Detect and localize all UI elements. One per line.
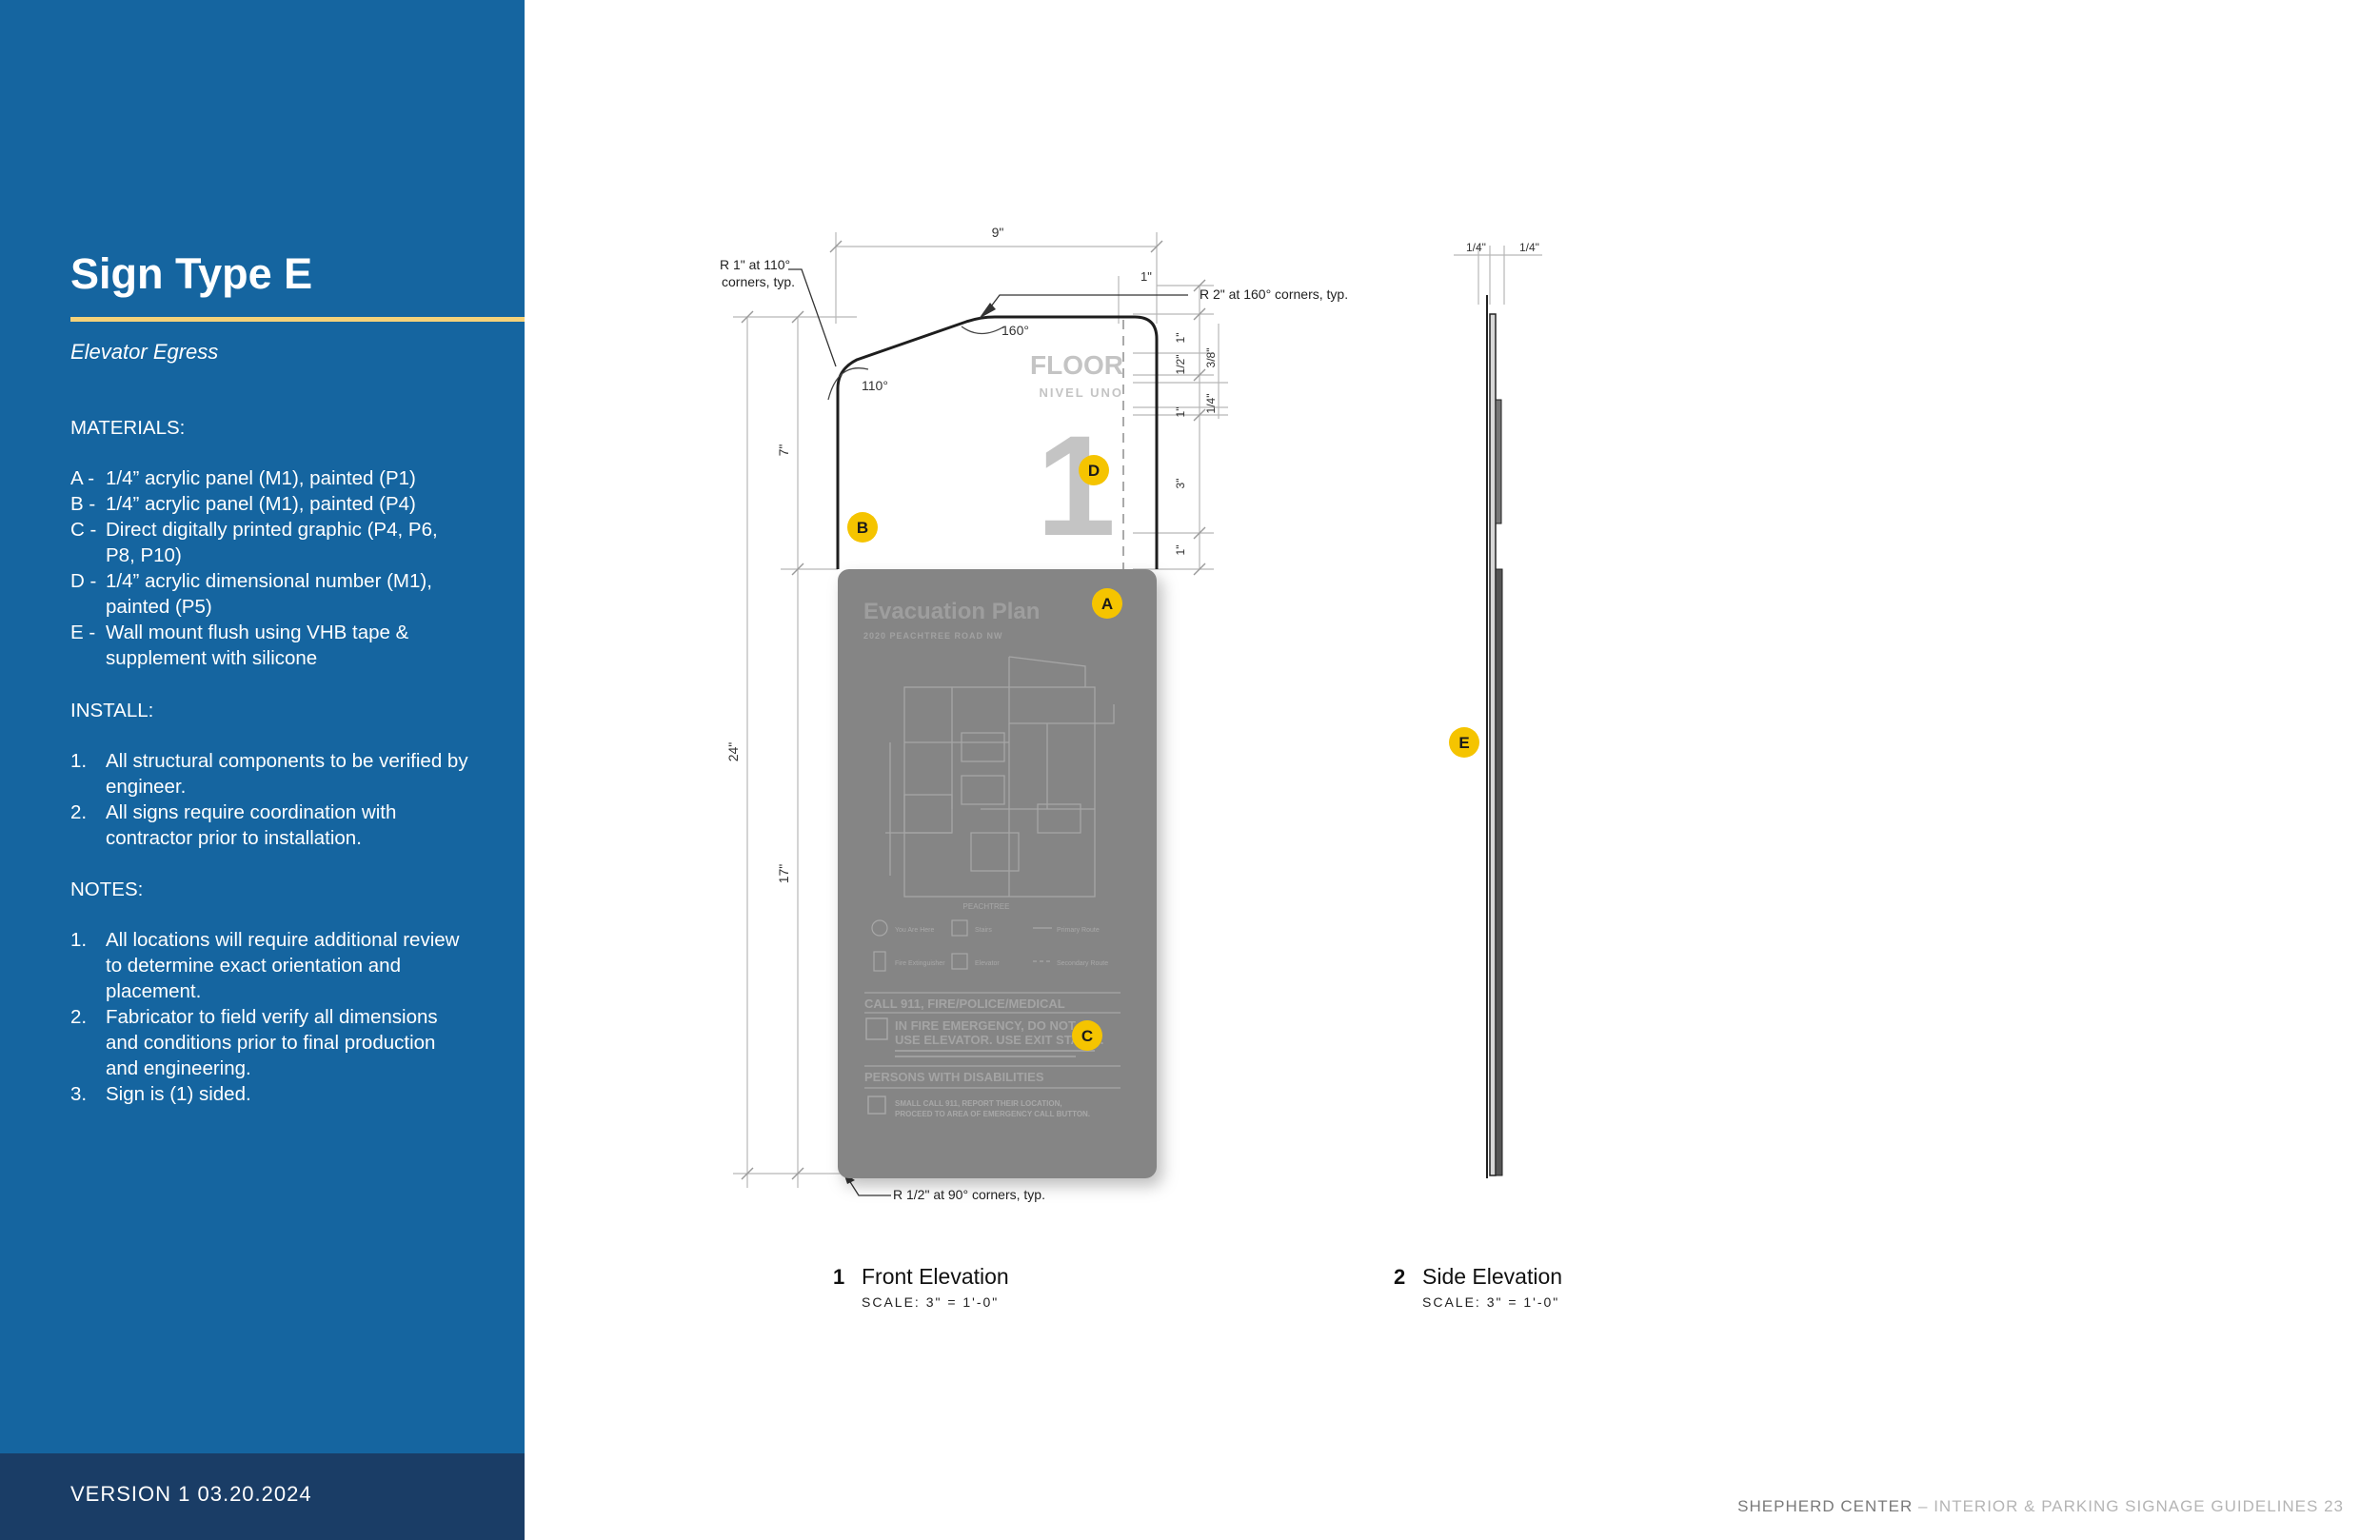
dimension-ticks [741, 240, 1206, 1180]
notes-section: NOTES: 1.All locations will require addi… [70, 877, 470, 1107]
legend-item: Stairs [975, 927, 992, 934]
fire-icon [865, 1017, 888, 1040]
callout-c: C [1072, 1020, 1102, 1051]
side-dim-right: 1/4" [1519, 241, 1539, 254]
svg-text:B: B [857, 519, 868, 537]
callout-e: E [1449, 727, 1479, 758]
back-panel-b [836, 315, 1159, 569]
callout-d: D [1079, 455, 1109, 485]
note-item: 3.Sign is (1) sided. [70, 1083, 251, 1105]
panel-b-edge [1489, 313, 1497, 1176]
footer-brand: SHEPHERD CENTER [1737, 1497, 1914, 1515]
materials-heading: MATERIALS: [70, 417, 186, 439]
note-item: 1.All locations will require additional … [70, 929, 460, 1002]
title-underline [70, 317, 525, 322]
legend-item: Secondary Route [1057, 960, 1108, 967]
dim-right-2: 1/2" [1174, 355, 1187, 375]
angle-160-label: 160° [1002, 323, 1029, 338]
materials-section: MATERIALS: A -1/4” acrylic panel (M1), p… [70, 415, 470, 671]
disabilities-line2: PROCEED TO AREA OF EMERGENCY CALL BUTTON… [895, 1110, 1090, 1118]
accessibility-icon [867, 1096, 886, 1115]
legend-item: Primary Route [1057, 927, 1100, 934]
dim-right-7: 1/4" [1204, 394, 1218, 414]
angle-110-arc [827, 367, 869, 401]
legend-item: Fire Extinguisher [895, 960, 945, 967]
plan-legend-icons [871, 919, 1052, 972]
material-item: D -1/4” acrylic dimensional number (M1),… [70, 570, 432, 618]
note-r2: R 2" at 160° corners, typ. [1200, 286, 1348, 302]
install-heading: INSTALL: [70, 700, 154, 721]
callout-a: A [1092, 588, 1122, 619]
side-caption-title: Side Elevation [1422, 1264, 1562, 1289]
front-panel-a [838, 569, 1157, 1178]
floor-number: 1 [1037, 405, 1116, 565]
plan-title: Evacuation Plan [863, 599, 1040, 624]
dim-right-6: 3/8" [1204, 348, 1218, 368]
version-bar: VERSION 1 03.20.2024 [0, 1453, 525, 1540]
disabilities-line1: SMALL CALL 911, REPORT THEIR LOCATION, [895, 1099, 1062, 1108]
footer-dash: – [1917, 1497, 1929, 1515]
svg-text:A: A [1101, 595, 1113, 613]
material-item: E -Wall mount flush using VHB tape & sup… [70, 622, 409, 669]
front-caption-title: Front Elevation [862, 1264, 1009, 1289]
material-item: A -1/4” acrylic panel (M1), painted (P1) [70, 467, 416, 489]
install-item: 1.All structural components to be verifi… [70, 750, 468, 798]
side-caption-scale: SCALE: 3" = 1'-0" [1422, 1294, 1559, 1310]
plan-street-label: PEACHTREE [963, 902, 1010, 911]
legend-item: You Are Here [895, 927, 934, 934]
fire-warning-line2: USE ELEVATOR. USE EXIT STAIRS. [895, 1033, 1103, 1047]
side-elevation: 1/4" 1/4" E 2 Side Elevation SCALE: 3" =… [1394, 241, 1562, 1310]
number-d-edge [1495, 399, 1502, 524]
note-r1-typ: corners, typ. [722, 274, 795, 289]
front-caption-number: 1 [833, 1265, 844, 1289]
side-dimension-lines [1454, 246, 1542, 305]
dim-width: 9" [992, 225, 1004, 240]
note-r1: R 1" at 110° [720, 257, 790, 272]
note-r3: R 1/2" at 90° corners, typ. [893, 1187, 1045, 1202]
svg-text:E: E [1458, 734, 1469, 752]
sign-subtitle: Elevator Egress [70, 340, 219, 364]
dimension-lines [733, 232, 1228, 1188]
sign-type-title: Sign Type E [70, 249, 313, 298]
install-section: INSTALL: 1.All structural components to … [70, 698, 470, 851]
leader-arrowhead [979, 303, 996, 319]
angle-160-arc [961, 326, 1005, 335]
legend-item: Elevator [975, 960, 1000, 967]
dim-bottom-height: 17" [776, 864, 791, 884]
call-911-heading: CALL 911, FIRE/POLICE/MEDICAL [864, 997, 1065, 1011]
svg-text:C: C [1081, 1027, 1093, 1045]
plan-address: 2020 PEACHTREE ROAD NW [863, 631, 1003, 641]
install-item: 2.All signs require coordination with co… [70, 801, 397, 849]
front-caption-scale: SCALE: 3" = 1'-0" [862, 1294, 999, 1310]
disabilities-heading: PERSONS WITH DISABILITIES [864, 1070, 1044, 1084]
material-item: C -Direct digitally printed graphic (P4,… [70, 519, 438, 566]
svg-text:D: D [1088, 462, 1100, 480]
dim-right-4: 3" [1174, 479, 1187, 489]
side-caption-number: 2 [1394, 1265, 1405, 1289]
dim-top-height: 7" [776, 444, 791, 457]
dim-right-5: 1" [1174, 545, 1187, 556]
angle-110-label: 110° [862, 378, 888, 393]
footer-doc-title: INTERIOR & PARKING SIGNAGE GUIDELINES [1934, 1497, 2319, 1515]
panel-a-edge [1495, 568, 1503, 1176]
version-label: VERSION 1 03.20.2024 [70, 1482, 312, 1506]
footer-page-number: 23 [2324, 1497, 2344, 1515]
sidebar: Sign Type E Elevator Egress MATERIALS: A… [0, 0, 525, 1453]
dim-top-right: 1" [1140, 269, 1152, 284]
material-item: B -1/4” acrylic panel (M1), painted (P4) [70, 493, 416, 515]
notes-heading: NOTES: [70, 879, 144, 900]
side-dim-left: 1/4" [1466, 241, 1486, 254]
fire-warning-line1: IN FIRE EMERGENCY, DO NOT [895, 1018, 1076, 1033]
document-footer: SHEPHERD CENTER – INTERIOR & PARKING SIG… [1737, 1497, 2344, 1516]
callout-b: B [847, 512, 878, 543]
note-item: 2.Fabricator to field verify all dimensi… [70, 1006, 438, 1079]
floor-plan-map [885, 656, 1115, 898]
dim-right-3: 1" [1174, 407, 1187, 418]
floor-word: FLOOR [1030, 350, 1123, 380]
dim-right-1: 1" [1174, 333, 1187, 344]
dim-total-height: 24" [725, 742, 741, 762]
floor-sub: NIVEL UNO [1039, 385, 1123, 400]
front-elevation: 110° 160° R 1" at 110° corners, typ. R 2… [720, 225, 1348, 1310]
